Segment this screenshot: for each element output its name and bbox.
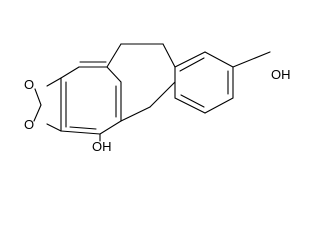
- bond-ring-c-6-inner: [180, 94, 205, 108]
- bond-ring-b-5: [149, 81, 176, 108]
- bond-ring-b-3: [162, 43, 176, 68]
- bond-ring-a-7: [60, 130, 101, 135]
- bond-c-oh-right: [232, 51, 271, 68]
- bond-ring-c-6: [174, 97, 206, 114]
- bond-ring-b-4: [120, 106, 151, 122]
- atom-labels: O O OH OH: [24, 67, 291, 151]
- bond-o-c-top: [46, 77, 62, 87]
- bond-ring-c-5: [204, 97, 234, 114]
- atom-label-oxygen-top: O: [24, 77, 34, 92]
- bond-ring-c-2: [174, 51, 206, 68]
- bond-ring-a-2: [60, 66, 80, 79]
- bond-ring-a-4: [106, 66, 122, 83]
- bond-ring-c-3: [204, 51, 234, 68]
- bond-ch2-o-bottom: [33, 104, 42, 122]
- bond-ring-c-2-inner: [179, 57, 205, 72]
- bond-ring-a-6: [99, 120, 122, 135]
- bonds: [33, 43, 271, 142]
- chemical-structure-diagram: O O OH OH: [24, 43, 291, 151]
- atom-label-hydroxyl-right: OH: [271, 67, 291, 82]
- atom-label-hydroxyl-bottom: OH: [92, 139, 112, 151]
- bond-o-ch2-top: [34, 88, 42, 106]
- bond-o-c-bottom: [46, 123, 62, 132]
- bond-ring-b-1: [106, 43, 122, 68]
- atom-label-oxygen-bottom: O: [24, 117, 34, 132]
- bond-ring-a-7-inner: [69, 126, 97, 130]
